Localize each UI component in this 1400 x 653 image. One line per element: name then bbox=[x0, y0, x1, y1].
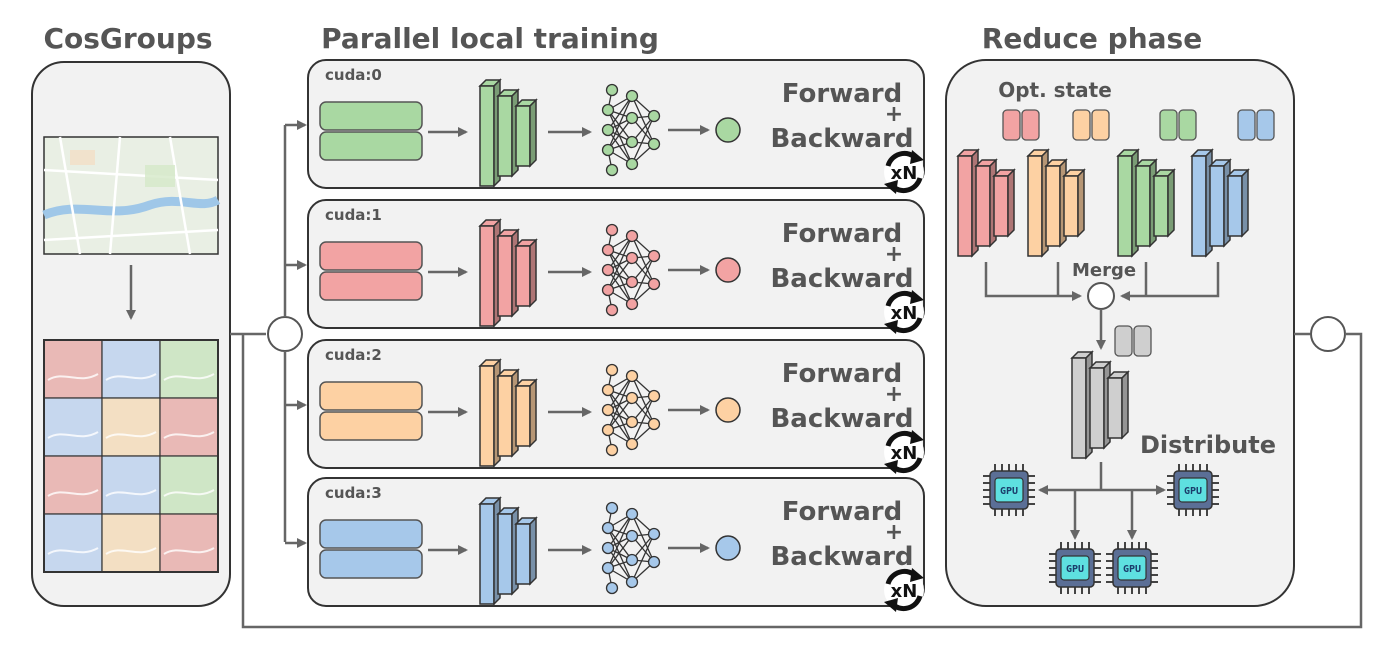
model-replica bbox=[1190, 148, 1250, 258]
forward-label: Forward bbox=[782, 219, 902, 249]
opt-state-chip bbox=[1237, 109, 1275, 141]
model-replica bbox=[956, 148, 1016, 258]
cosgroups-panel bbox=[31, 61, 231, 607]
gpu-icon: GPU bbox=[1167, 464, 1219, 516]
backward-label: Backward bbox=[770, 542, 913, 572]
cosgroups-title: CosGroups bbox=[43, 22, 212, 55]
map-tile bbox=[43, 455, 103, 515]
parallel-title: Parallel local training bbox=[321, 22, 659, 55]
neural-net-icon bbox=[601, 501, 661, 595]
repeat-label: xN bbox=[891, 163, 918, 184]
workers-group: cuda:0Forward+BackwardxNcuda:1Forward+Ba… bbox=[285, 59, 925, 612]
gpu-icon: GPU bbox=[1049, 542, 1101, 594]
model-replica bbox=[1026, 148, 1086, 258]
merged-opt-state bbox=[1114, 325, 1152, 357]
data-batch bbox=[319, 381, 423, 441]
backward-label: Backward bbox=[770, 124, 913, 154]
plus-label: + bbox=[885, 520, 903, 545]
map-tile bbox=[43, 513, 103, 573]
worker-device-label: cuda:3 bbox=[325, 484, 382, 502]
map-tile bbox=[101, 513, 161, 573]
output-node bbox=[715, 117, 741, 143]
cnn-model bbox=[478, 496, 538, 606]
cnn-model bbox=[478, 78, 538, 188]
opt-state-chip bbox=[1159, 109, 1197, 141]
map-tile bbox=[101, 455, 161, 515]
repeat-badge: xN bbox=[884, 568, 924, 612]
merge-node bbox=[1087, 282, 1115, 310]
gpu-chip-label: GPU bbox=[1066, 564, 1084, 575]
worker-device-label: cuda:2 bbox=[325, 346, 382, 364]
opt-state-chip bbox=[1002, 109, 1040, 141]
data-batch bbox=[319, 101, 423, 161]
opt-state-chip bbox=[1072, 109, 1110, 141]
map-tile bbox=[101, 397, 161, 457]
feedback-loop bbox=[241, 316, 1363, 629]
reduce-panel: Opt. state GPU GPU GPU GPU Merge Distribute bbox=[945, 59, 1295, 607]
backward-label: Backward bbox=[770, 264, 913, 294]
forward-label: Forward bbox=[782, 497, 902, 527]
cnn-model bbox=[478, 358, 538, 468]
worker-device-label: cuda:0 bbox=[325, 66, 382, 84]
forward-label: Forward bbox=[782, 79, 902, 109]
gpu-icon: GPU bbox=[983, 464, 1035, 516]
worker-device-label: cuda:1 bbox=[325, 206, 382, 224]
output-node bbox=[715, 535, 741, 561]
neural-net-icon bbox=[601, 363, 661, 457]
data-batch bbox=[319, 519, 423, 579]
plus-label: + bbox=[885, 382, 903, 407]
map-tile bbox=[159, 455, 219, 515]
plus-label: + bbox=[885, 102, 903, 127]
gpu-chip-label: GPU bbox=[1123, 564, 1141, 575]
map-tile bbox=[159, 397, 219, 457]
plus-label: + bbox=[885, 242, 903, 267]
repeat-label: xN bbox=[891, 581, 918, 602]
map-tile bbox=[43, 339, 103, 399]
merge-line bbox=[1120, 262, 1220, 301]
map-tile bbox=[159, 339, 219, 399]
gpu-chip-label: GPU bbox=[1184, 486, 1202, 497]
map-thumbnail bbox=[42, 136, 221, 255]
gpu-chip-label: GPU bbox=[1000, 486, 1018, 497]
cnn-model bbox=[478, 218, 538, 328]
repeat-badge: xN bbox=[884, 430, 924, 474]
merged-model bbox=[1070, 350, 1130, 460]
opt-state-label: Opt. state bbox=[998, 78, 1112, 102]
split-node bbox=[267, 316, 303, 352]
forward-label: Forward bbox=[782, 359, 902, 389]
data-batch bbox=[319, 241, 423, 301]
distribute-label: Distribute bbox=[1140, 431, 1276, 459]
gpu-icon: GPU bbox=[1106, 542, 1158, 594]
tile-grid bbox=[43, 339, 219, 573]
sync-node bbox=[1310, 316, 1346, 352]
model-replica bbox=[1116, 148, 1176, 258]
reduce-title: Reduce phase bbox=[982, 22, 1202, 55]
repeat-label: xN bbox=[891, 303, 918, 324]
backward-label: Backward bbox=[770, 404, 913, 434]
split-connector bbox=[230, 125, 303, 542]
repeat-label: xN bbox=[891, 443, 918, 464]
map-tile bbox=[101, 339, 161, 399]
neural-net-icon bbox=[601, 223, 661, 317]
merge-line bbox=[984, 262, 1082, 301]
output-node bbox=[715, 257, 741, 283]
output-node bbox=[715, 397, 741, 423]
merge-label: Merge bbox=[1072, 260, 1136, 281]
neural-net-icon bbox=[601, 83, 661, 177]
repeat-badge: xN bbox=[884, 150, 924, 194]
repeat-badge: xN bbox=[884, 290, 924, 334]
map-tile bbox=[43, 397, 103, 457]
map-tile bbox=[159, 513, 219, 573]
reduce-content: GPU GPU GPU GPU bbox=[956, 109, 1275, 594]
